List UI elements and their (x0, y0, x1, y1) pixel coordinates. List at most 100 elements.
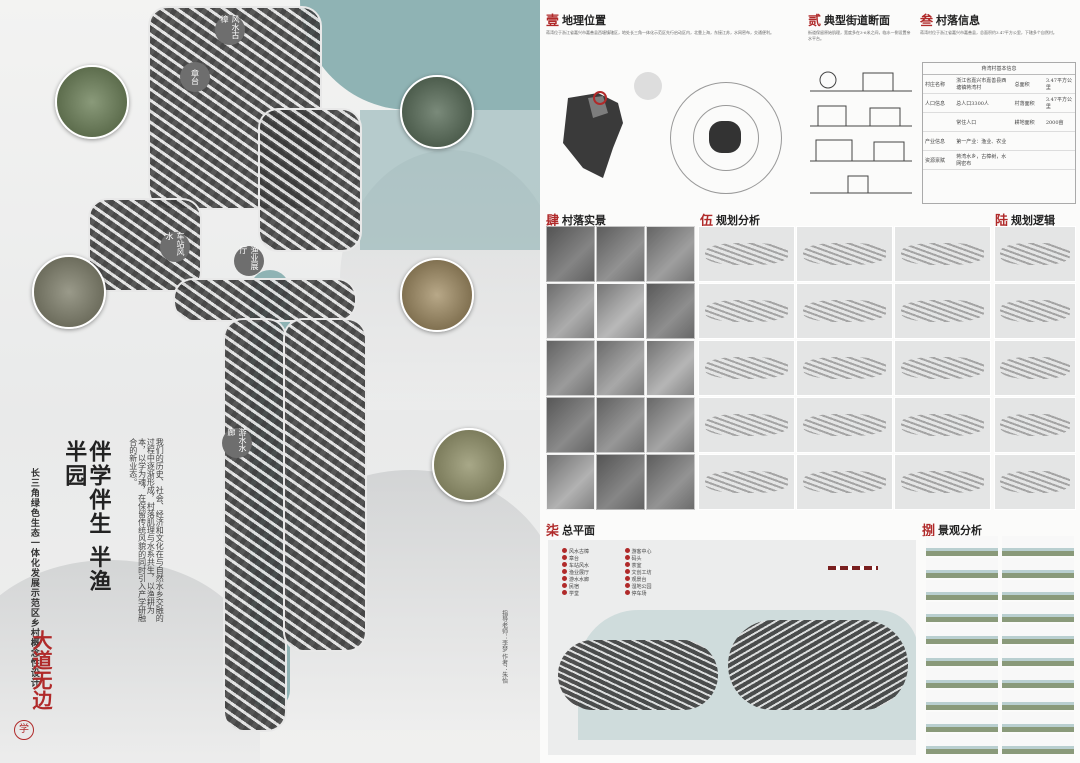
table-row: 常住人口 耕地面积 2000亩 (923, 113, 1075, 132)
place-label: 风水古樟 (215, 15, 245, 45)
analysis-plan (796, 226, 893, 282)
landscape-section (1002, 712, 1074, 732)
village-cluster-bridge (175, 280, 355, 320)
village-photo (596, 397, 645, 453)
village-photo (646, 283, 695, 339)
table-cell: 资源禀赋 (925, 157, 946, 164)
village-cluster-east (260, 110, 360, 250)
village-cluster-south-west (225, 320, 285, 730)
place-label: 车站风水 (160, 232, 190, 262)
landscape-section (926, 624, 998, 644)
analysis-plan (796, 340, 893, 396)
mountain-decor (0, 560, 260, 763)
section-number: 伍 (700, 214, 714, 229)
table-cell: 2000亩 (1045, 119, 1064, 126)
radial-diagram (670, 82, 782, 194)
street-text: 街道保留原始肌理，宽度多在3-6米之间，临水一侧设置亲水平台。 (808, 30, 911, 41)
landscape-section (1002, 646, 1074, 666)
analysis-plan (698, 397, 795, 453)
legend-item: 游客中心 (624, 548, 683, 555)
village-photo (546, 454, 595, 510)
section-number: 捌 (922, 524, 936, 539)
analysis-plan (894, 226, 991, 282)
analysis-plan (894, 397, 991, 453)
place-label: 渔业展厅 (234, 246, 264, 276)
legend-item: 观景台 (624, 576, 683, 583)
photo-grid (546, 226, 695, 511)
landscape-section (1002, 734, 1074, 754)
section-header-photos: 肆 村落实景 (546, 210, 607, 230)
village-photo (646, 226, 695, 282)
location-map (548, 68, 663, 188)
village-photo (546, 283, 595, 339)
analysis-plan (796, 283, 893, 339)
place-label: 章台 (180, 62, 210, 92)
section-title: 景观分析 (938, 523, 983, 537)
logic-plan (994, 226, 1076, 282)
street-section-drawings (810, 71, 912, 194)
landscape-section (1002, 602, 1074, 622)
legend-item: 茶室 (624, 562, 683, 569)
section-title: 地理位置 (562, 13, 607, 27)
section-title: 典型街道断面 (824, 13, 891, 27)
board-accent-title: 大道无边 (29, 630, 53, 710)
legend-item: 停车场 (624, 590, 683, 597)
photo-node (400, 258, 474, 332)
info-text: 蒋湾村位于浙江省嘉兴市嘉善县，总面积约3.47平方公里，下辖多个自然村。 (920, 30, 1057, 35)
analysis-plan (698, 340, 795, 396)
section-number: 柒 (546, 524, 560, 539)
table-cell: 第一产业：渔业、农业 (956, 138, 1007, 145)
place-label: 游水水廊 (222, 428, 252, 458)
analysis-plan (894, 454, 991, 510)
intro-paragraph: 我们的历史、社会、经济和文化在与自然水乡交融的过程中逐渐形成，村落肌理与水系共生… (128, 438, 165, 622)
landscape-section (926, 668, 998, 688)
landscape-section (926, 536, 998, 556)
section-header-info: 叁 村落信息 (920, 10, 981, 30)
landscape-section (1002, 580, 1074, 600)
section-title: 村落信息 (936, 13, 981, 27)
landscape-section (926, 646, 998, 666)
landscape-section (926, 712, 998, 732)
table-row: 资源禀赋蒋湾水乡，古樟树，水网密布 (923, 151, 1075, 170)
landscape-section (926, 580, 998, 600)
table-cell: 常住人口 (956, 119, 977, 126)
landscape-section (926, 602, 998, 622)
landscape-section (1002, 558, 1074, 578)
legend-item: 码头 (624, 555, 683, 562)
section-title: 规划逻辑 (1011, 213, 1056, 227)
section-title: 总平面 (562, 523, 596, 537)
section-title: 村落实景 (562, 213, 607, 227)
table-cell: 耕地面积 (1014, 119, 1035, 126)
analysis-plan (796, 397, 893, 453)
landscape-section (926, 734, 998, 754)
logic-plan (994, 283, 1076, 339)
legend-item: 游水水廊 (562, 576, 620, 583)
section-number: 肆 (546, 214, 560, 229)
table-cell: 3.47平方公里 (1045, 78, 1072, 91)
region-map-graphic (563, 72, 662, 178)
table-title: 蒋湾村基本信息 (923, 63, 1075, 75)
section-number: 陆 (995, 214, 1009, 229)
logic-plan (994, 397, 1076, 453)
analysis-plan (894, 340, 991, 396)
logic-plan (994, 454, 1076, 510)
board-title: 伴学伴生 半渔半园 (61, 440, 112, 594)
site-plan: 风水古樟章台车站风水渔业展厅游水水廊民宿学堂游客中心码头茶室文创工坊观景台湿地公… (548, 540, 916, 755)
analysis-plan (796, 454, 893, 510)
scale-bar (828, 566, 878, 570)
legend-item: 湿地公园 (624, 583, 683, 590)
masterplan-board: 风水古樟 章台 车站风水 渔业展厅 游水水廊 我们的历史、社会、经济和文化在与自… (0, 0, 540, 763)
section-number: 壹 (546, 14, 560, 29)
village-photo (546, 340, 595, 396)
village-photo (546, 226, 595, 282)
analysis-grid (698, 226, 991, 511)
village-photo (596, 226, 645, 282)
legend-item: 文创工坊 (624, 569, 683, 576)
legend-item: 渔业展厅 (562, 569, 620, 576)
section-title: 规划分析 (716, 213, 761, 227)
village-photo (646, 397, 695, 453)
table-cell: 浙江省嘉兴市嘉善县西塘镇蒋湾村 (956, 78, 1007, 91)
